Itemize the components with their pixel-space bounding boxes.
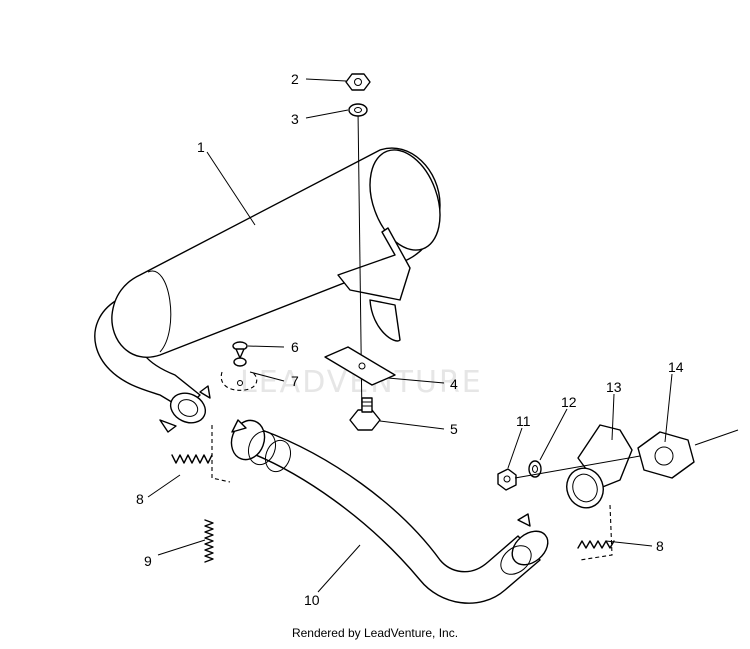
callout-14: 14 xyxy=(668,359,684,375)
callout-9: 9 xyxy=(144,553,152,569)
callout-11: 11 xyxy=(516,413,531,429)
footer-credit: Rendered by LeadVenture, Inc. xyxy=(291,626,459,640)
nut-right xyxy=(497,468,517,491)
flange-13 xyxy=(566,424,633,509)
spring-left xyxy=(171,425,231,483)
callout-12: 12 xyxy=(561,394,577,410)
exhaust-pipe xyxy=(230,419,549,604)
lower-stud-nut xyxy=(349,397,381,431)
callout-10: 10 xyxy=(304,592,320,608)
callout-5: 5 xyxy=(450,421,458,437)
callout-8-right: 8 xyxy=(656,538,664,554)
washer-right xyxy=(528,460,542,478)
rivet xyxy=(232,341,248,359)
callout-6: 6 xyxy=(291,339,299,355)
callout-8-left: 8 xyxy=(136,491,144,507)
callout-7: 7 xyxy=(291,373,299,389)
spring-right xyxy=(577,504,615,561)
callout-13: 13 xyxy=(606,379,622,395)
callout-2: 2 xyxy=(291,71,299,87)
muffler xyxy=(94,147,441,433)
leader-lines xyxy=(147,78,673,593)
callout-4: 4 xyxy=(450,376,458,392)
retaining-clip xyxy=(220,357,258,391)
right-axis-line-ext xyxy=(694,429,739,446)
isolator-plate xyxy=(324,346,396,386)
spring-loose xyxy=(204,519,214,563)
top-washer xyxy=(348,103,368,117)
right-axis-line xyxy=(514,455,641,479)
callout-1: 1 xyxy=(197,139,205,155)
gasket-14 xyxy=(637,431,695,479)
callout-3: 3 xyxy=(291,111,299,127)
top-nut xyxy=(345,73,371,91)
